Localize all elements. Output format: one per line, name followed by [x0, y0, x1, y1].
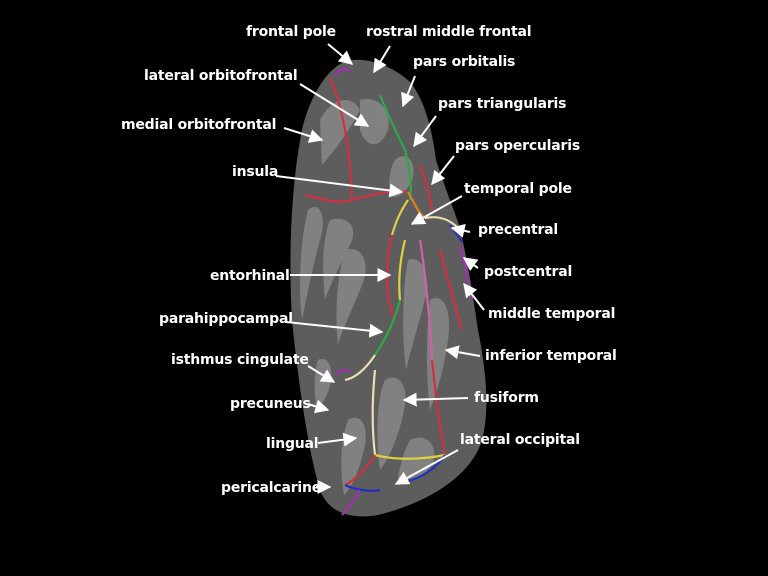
arrow-isthmus-cingulate	[307, 365, 336, 383]
arrow-medial-orbitofrontal	[283, 127, 324, 143]
label-temporal-pole: temporal pole	[464, 181, 572, 197]
label-frontal-pole: frontal pole	[246, 24, 336, 40]
arrow-frontal-pole	[327, 43, 354, 65]
label-middle-temporal: middle temporal	[488, 306, 616, 322]
arrow-pars-opercularis	[431, 155, 455, 186]
arrow-lingual	[317, 432, 358, 447]
label-lateral-orbitofrontal: lateral orbitofrontal	[144, 68, 298, 84]
arrow-temporal-pole	[410, 195, 463, 225]
arrow-insula	[275, 175, 404, 198]
arrow-precuneus	[307, 399, 330, 414]
label-parahippocampal: parahippocampal	[159, 311, 293, 327]
label-pars-orbitalis: pars orbitalis	[413, 54, 516, 70]
arrow-pars-triangularis	[413, 115, 437, 148]
label-postcentral: postcentral	[484, 264, 573, 280]
label-precentral: precentral	[478, 222, 559, 238]
arrow-lateral-occipital	[394, 449, 459, 485]
arrow-rostral-middle-frontal	[373, 45, 391, 74]
label-entorhinal: entorhinal	[210, 268, 290, 284]
arrow-postcentral	[462, 257, 479, 272]
cortex-surface	[290, 59, 487, 517]
arrow-inferior-temporal	[444, 345, 481, 360]
label-pars-opercularis: pars opercularis	[455, 138, 580, 154]
label-inferior-temporal: inferior temporal	[485, 348, 617, 364]
label-pericalcarine: pericalcarine	[221, 480, 322, 496]
arrow-precentral	[450, 223, 471, 238]
arrow-group	[275, 43, 485, 494]
label-lingual: lingual	[266, 436, 319, 452]
label-isthmus-cingulate: isthmus cingulate	[171, 352, 309, 368]
label-pars-triangularis: pars triangularis	[438, 96, 567, 112]
label-lateral-occipital: lateral occipital	[460, 432, 580, 448]
arrow-fusiform	[402, 392, 469, 407]
arrow-parahippocampal	[285, 321, 384, 338]
label-insula: insula	[232, 164, 279, 180]
arrow-lateral-orbitofrontal	[299, 83, 370, 127]
label-rostral-middle-frontal: rostral middle frontal	[366, 24, 532, 40]
label-fusiform: fusiform	[474, 390, 539, 406]
label-medial-orbitofrontal: medial orbitofrontal	[121, 117, 277, 133]
label-precuneus: precuneus	[230, 396, 311, 412]
arrow-middle-temporal	[463, 282, 485, 311]
arrow-pars-orbitalis	[401, 75, 416, 108]
